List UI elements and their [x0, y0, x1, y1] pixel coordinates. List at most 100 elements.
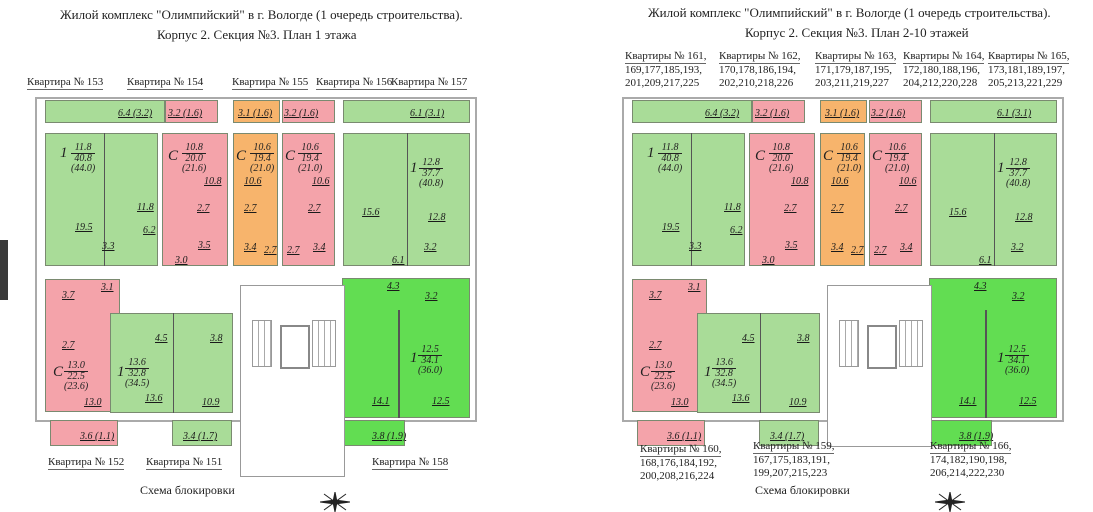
room-area: 3.4 [244, 242, 257, 253]
room-area: 3.2 [424, 242, 437, 253]
total-area: 22.5 [67, 371, 85, 382]
compass-rose-icon [935, 492, 965, 512]
unit-type: C [53, 364, 64, 380]
living-area: 12.5 [418, 345, 443, 356]
label-line: Квартиры № 163, [815, 50, 897, 64]
label-line: 174,182,190,198, [930, 454, 1007, 466]
label-line: 171,179,187,195, [815, 64, 892, 76]
elevator-shaft [867, 325, 897, 369]
total-area: 19.4 [888, 153, 906, 164]
room-area: 4.5 [155, 333, 168, 344]
living-area: 13.0 [64, 361, 89, 372]
unit-u6 [45, 279, 120, 412]
balcony-area: 3.2 (1.6) [284, 108, 319, 119]
unit-u7 [110, 313, 233, 413]
living-area: 10.8 [182, 143, 207, 154]
balcony-u7 [759, 420, 819, 446]
label-apt-152: Квартира № 152 [48, 456, 125, 470]
gross-area: (21.0) [298, 163, 323, 174]
balcony-u1 [632, 100, 752, 123]
room-area: 4.3 [387, 281, 400, 292]
label-line: 167,175,183,191, [753, 454, 830, 466]
room-area: 10.8 [204, 176, 222, 187]
room-area: 2.7 [264, 245, 277, 256]
total-area: 32.8 [128, 368, 146, 379]
label-apt-155: Квартира № 155 [232, 76, 309, 90]
room-area: 3.1 [688, 282, 701, 293]
staircase [312, 320, 336, 367]
label-line: 206,214,222,230 [930, 467, 1005, 479]
room-area: 6.2 [730, 225, 743, 236]
partition [985, 310, 987, 418]
living-area: 11.8 [658, 143, 683, 154]
unit-u3 [820, 133, 865, 266]
label-apts-166: Квартиры № 166,174,182,190,198,206,214,2… [930, 440, 1012, 480]
room-area: 2.7 [784, 203, 797, 214]
room-area: 3.4 [831, 242, 844, 253]
living-area: 10.8 [769, 143, 794, 154]
total-area: 20.0 [185, 153, 203, 164]
left-scheme-caption: Схема блокировки [140, 483, 235, 497]
room-area: 2.7 [244, 203, 257, 214]
room-area: 13.6 [732, 393, 750, 404]
room-area: 3.2 [425, 291, 438, 302]
room-area: 3.0 [762, 255, 775, 266]
total-area: 32.8 [715, 368, 733, 379]
room-area: 3.8 [210, 333, 223, 344]
label-line: 199,207,215,223 [753, 467, 828, 479]
room-area: 14.1 [372, 396, 390, 407]
room-area: 10.6 [899, 176, 917, 187]
compass-rose-icon [320, 492, 350, 512]
room-area: 10.8 [791, 176, 809, 187]
room-area: 2.7 [874, 245, 887, 256]
unit-type: 1 [117, 364, 125, 380]
room-area: 2.7 [851, 245, 864, 256]
balcony-area: 3.8 (1.9) [959, 431, 994, 442]
room-area: 3.4 [313, 242, 326, 253]
label-apt-156: Квартира № 156 [316, 76, 393, 90]
label-apts-165: Квартиры № 165,173,181,189,197,205,213,2… [988, 50, 1070, 90]
room-area: 3.2 [1012, 291, 1025, 302]
room-area: 10.6 [831, 176, 849, 187]
balcony-area: 3.1 (1.6) [238, 108, 273, 119]
label-line: Квартиры № 166, [930, 440, 1012, 454]
label-line: 203,211,219,227 [815, 77, 889, 89]
unit-type: C [640, 364, 651, 380]
room-area: 15.6 [949, 207, 967, 218]
label-line: 173,181,189,197, [988, 64, 1065, 76]
right-title-line1: Жилой комплекс "Олимпийский" в г. Вологд… [648, 5, 1051, 20]
unit-type: C [285, 148, 296, 164]
label-apts-161: Квартиры № 161,169,177,185,193,201,209,2… [625, 50, 707, 90]
gross-area: (44.0) [658, 163, 683, 174]
room-area: 2.7 [308, 203, 321, 214]
room-area: 2.7 [287, 245, 300, 256]
label-apt-153: Квартира № 153 [27, 76, 104, 90]
room-area: 4.5 [742, 333, 755, 344]
living-area: 10.6 [885, 143, 910, 154]
balcony-u7 [172, 420, 232, 446]
label-line: 204,212,220,228 [903, 77, 978, 89]
label-line: Квартиры № 159, [753, 440, 835, 454]
gross-area: (21.0) [837, 163, 862, 174]
unit-u8 [929, 278, 1057, 418]
room-area: 13.0 [84, 397, 102, 408]
living-area: 12.8 [1006, 158, 1031, 169]
unit-type: C [168, 148, 179, 164]
room-area: 12.8 [428, 212, 446, 223]
label-apt-158: Квартира № 158 [372, 456, 449, 470]
balcony-area: 6.1 (3.1) [997, 108, 1032, 119]
living-area: 12.8 [419, 158, 444, 169]
balcony-u3 [233, 100, 280, 123]
unit-u2 [749, 133, 815, 266]
total-area: 37.7 [1009, 168, 1027, 179]
room-area: 3.1 [101, 282, 114, 293]
label-apts-162: Квартиры № 162,170,178,186,194,202,210,2… [719, 50, 801, 90]
balcony-area: 3.6 (1.1) [667, 431, 702, 442]
